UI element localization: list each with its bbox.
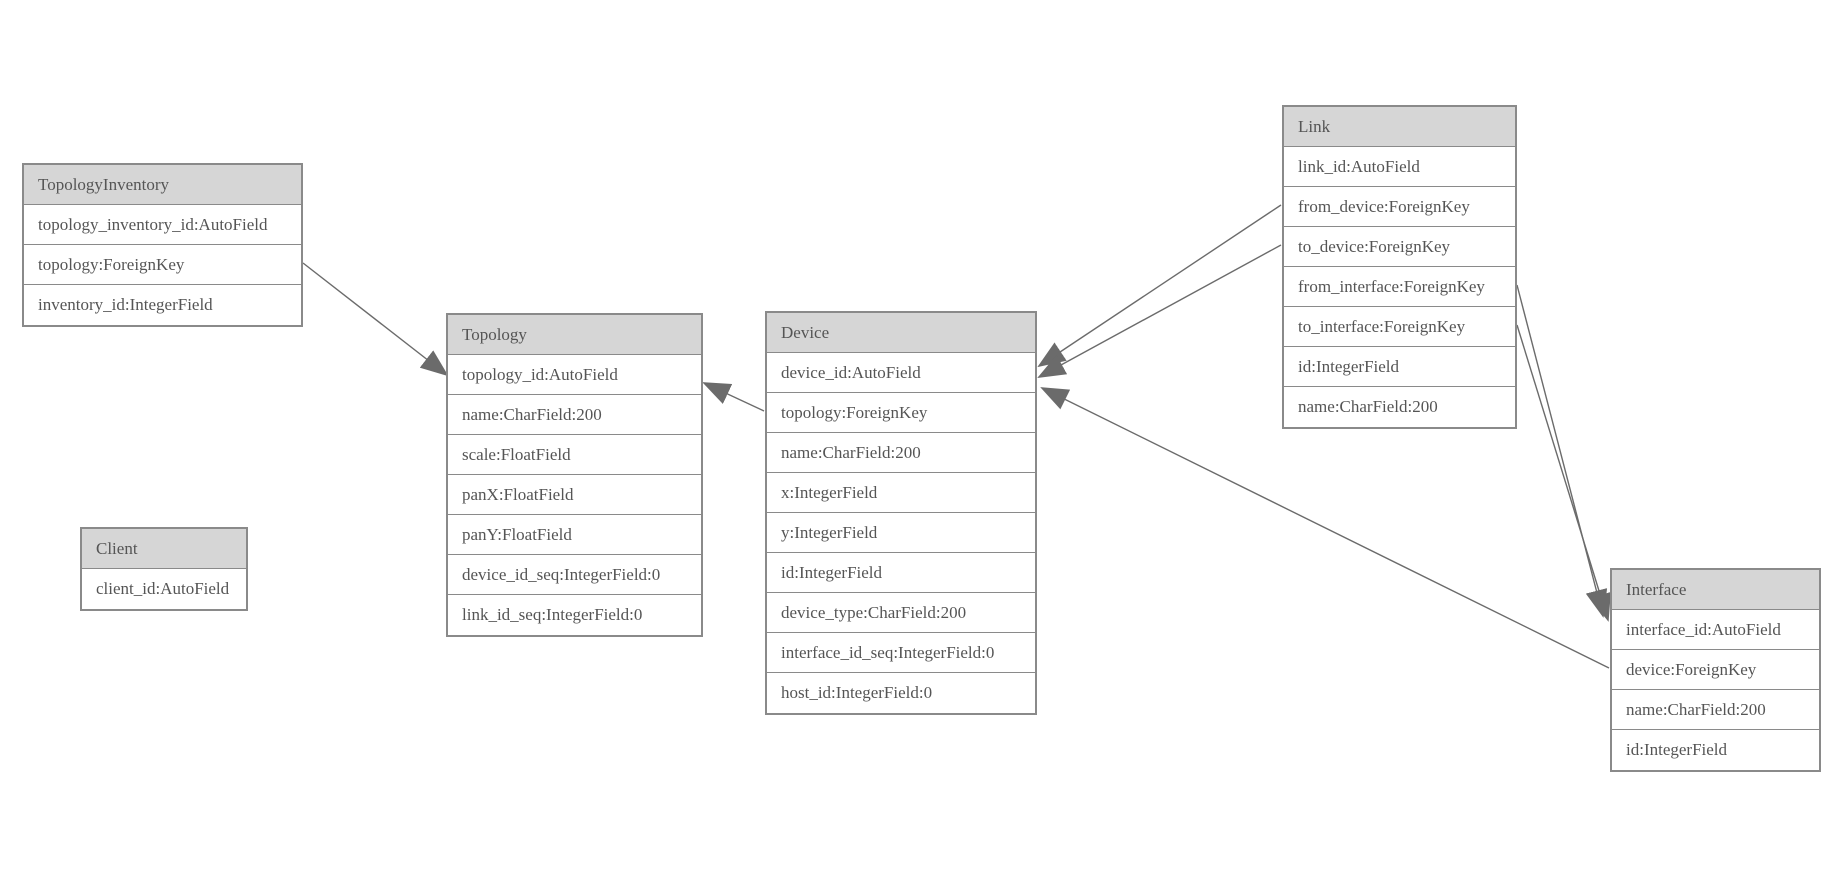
entity-device-field-8: host_id:IntegerField:0 bbox=[767, 673, 1035, 713]
entity-device-title: Device bbox=[767, 313, 1035, 353]
entity-topology-title: Topology bbox=[448, 315, 701, 355]
entity-link-field-1: from_device:ForeignKey bbox=[1284, 187, 1515, 227]
entity-client-title: Client bbox=[82, 529, 246, 569]
entity-topology-inventory-field-0: topology_inventory_id:AutoField bbox=[24, 205, 301, 245]
entity-device-field-1: topology:ForeignKey bbox=[767, 393, 1035, 433]
entity-link-field-4: to_interface:ForeignKey bbox=[1284, 307, 1515, 347]
entity-interface-field-0: interface_id:AutoField bbox=[1612, 610, 1819, 650]
connection-link-from-device-to-device bbox=[1037, 204, 1282, 368]
connection-link-to-device-to-device bbox=[1037, 244, 1282, 378]
entity-device-field-2: name:CharField:200 bbox=[767, 433, 1035, 473]
entity-device-field-3: x:IntegerField bbox=[767, 473, 1035, 513]
entity-topology-field-0: topology_id:AutoField bbox=[448, 355, 701, 395]
entity-topology-field-3: panX:FloatField bbox=[448, 475, 701, 515]
entity-device-field-6: device_type:CharField:200 bbox=[767, 593, 1035, 633]
entity-device-field-5: id:IntegerField bbox=[767, 553, 1035, 593]
entity-device-field-4: y:IntegerField bbox=[767, 513, 1035, 553]
entity-topology-inventory-title: TopologyInventory bbox=[24, 165, 301, 205]
entity-topology-inventory-field-1: topology:ForeignKey bbox=[24, 245, 301, 285]
entity-link-title: Link bbox=[1284, 107, 1515, 147]
entity-link-field-6: name:CharField:200 bbox=[1284, 387, 1515, 427]
entity-link-field-2: to_device:ForeignKey bbox=[1284, 227, 1515, 267]
connection-device-topology-to-topology bbox=[702, 382, 765, 412]
entity-topology-inventory-field-2: inventory_id:IntegerField bbox=[24, 285, 301, 325]
entity-topology-field-5: device_id_seq:IntegerField:0 bbox=[448, 555, 701, 595]
entity-topology-field-1: name:CharField:200 bbox=[448, 395, 701, 435]
entity-link-field-3: from_interface:ForeignKey bbox=[1284, 267, 1515, 307]
entity-interface-field-1: device:ForeignKey bbox=[1612, 650, 1819, 690]
entity-interface-field-2: name:CharField:200 bbox=[1612, 690, 1819, 730]
connection-interface-device-to-device bbox=[1040, 387, 1610, 669]
connection-topology-inventory-topology-to-topology bbox=[302, 262, 449, 377]
entity-interface-title: Interface bbox=[1612, 570, 1819, 610]
entity-link-field-5: id:IntegerField bbox=[1284, 347, 1515, 387]
entity-topology-field-2: scale:FloatField bbox=[448, 435, 701, 475]
entity-topology-field-6: link_id_seq:IntegerField:0 bbox=[448, 595, 701, 635]
entity-link-field-0: link_id:AutoField bbox=[1284, 147, 1515, 187]
connection-link-to-interface-to-interface bbox=[1516, 324, 1611, 622]
entity-interface-field-3: id:IntegerField bbox=[1612, 730, 1819, 770]
entity-device-field-7: interface_id_seq:IntegerField:0 bbox=[767, 633, 1035, 673]
connection-link-from-interface-to-interface bbox=[1516, 284, 1608, 618]
entity-device-field-0: device_id:AutoField bbox=[767, 353, 1035, 393]
entity-topology-field-4: panY:FloatField bbox=[448, 515, 701, 555]
entity-client-field-0: client_id:AutoField bbox=[82, 569, 246, 609]
